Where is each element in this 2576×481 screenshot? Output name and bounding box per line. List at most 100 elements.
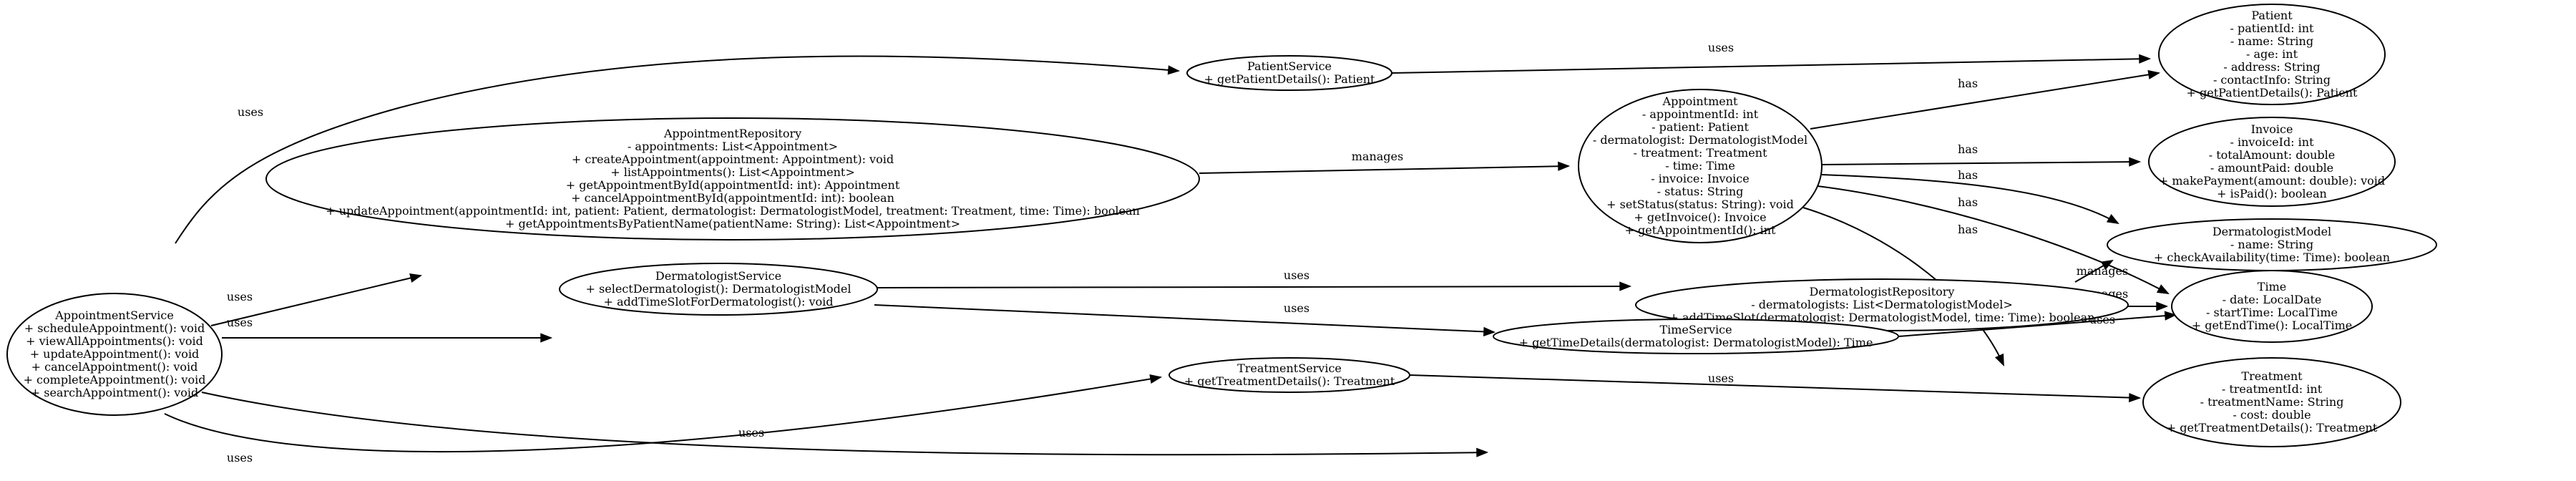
arrowhead: [1483, 326, 1496, 336]
class-node-outline: [1493, 319, 1899, 354]
edge-ds-to-time-service: [874, 304, 1496, 336]
edge-label-text: manages: [2077, 264, 2128, 278]
edge-line: [874, 304, 1495, 333]
class-member: + makePayment(amount: double): void: [2159, 174, 2385, 188]
class-node-dermatologist-model[interactable]: DermatologistModel- name: String+ checkA…: [2107, 218, 2437, 271]
edge-line: [1409, 374, 2140, 399]
arrowhead: [409, 273, 422, 283]
class-node-invoice[interactable]: Invoice- invoiceId: int- totalAmount: do…: [2148, 117, 2396, 207]
edge-appointment-to-patient: [1810, 69, 2161, 130]
class-member: + checkAvailability(time: Time): boolean: [2154, 251, 2390, 264]
class-member: - name: String: [2230, 34, 2313, 48]
edge-ar-to-appointment: [1199, 161, 1571, 174]
class-node-treatment-service[interactable]: TreatmentService+ getTreatmentDetails():…: [1169, 357, 1410, 393]
class-member: - address: String: [2223, 60, 2320, 74]
class-name: Time: [2258, 280, 2286, 293]
edge-label-as-to-appointment-repository: uses: [227, 290, 253, 303]
class-node-outline: [2148, 117, 2396, 207]
edge-line: [1802, 207, 2004, 366]
class-member: - patientId: int: [2230, 21, 2314, 35]
class-node-outline: [2171, 270, 2373, 343]
edge-line: [1821, 161, 2140, 165]
edge-line: [1810, 72, 2160, 130]
edge-line: [210, 275, 421, 326]
class-node-appointment-service[interactable]: AppointmentService+ scheduleAppointment(…: [6, 293, 223, 416]
class-member: - amountPaid: double: [2210, 161, 2333, 175]
edge-label-appointment-to-patient: has: [1958, 77, 1978, 90]
class-name: TimeService: [1659, 323, 1732, 336]
class-member: - startTime: LocalTime: [2206, 306, 2338, 319]
class-name: AppointmentService: [54, 308, 174, 322]
edge-line: [877, 286, 1631, 288]
edge-line: [1391, 58, 2150, 74]
edge-appointment-to-time: [1817, 185, 2170, 294]
class-member: + createAppointment(appointment: Appoint…: [572, 152, 894, 166]
arrowhead: [540, 333, 553, 343]
class-node-outline: [2142, 357, 2401, 447]
edge-label-appointment-to-dermatologist-model: has: [1958, 168, 1978, 182]
arrowhead: [2129, 392, 2142, 403]
edge-appointment-to-dermatologist-model: [1821, 174, 2119, 225]
edge-label-text: has: [1958, 142, 1978, 156]
class-node-dermatologist-service[interactable]: DermatologistService+ selectDermatologis…: [559, 263, 878, 316]
class-member: - status: String: [1657, 185, 1744, 198]
class-name: TreatmentService: [1237, 361, 1342, 375]
edge-as-to-patient-service: [175, 55, 1181, 244]
class-member: - dermatologists: List<DermatologistMode…: [1751, 298, 2013, 311]
edge-label-as-to-dermatologist-service: uses: [227, 316, 253, 329]
class-name: PatientService: [1247, 59, 1332, 73]
class-node-dermatologist-repository[interactable]: DermatologistRepository- dermatologists:…: [1635, 278, 2129, 331]
class-member: + getEndTime(): LocalTime: [2192, 319, 2353, 332]
arrowhead: [1167, 65, 1181, 75]
class-member: + scheduleAppointment(): void: [24, 321, 205, 335]
class-node-time[interactable]: Time- date: LocalDate- startTime: LocalT…: [2171, 270, 2373, 343]
class-member: - time: Time: [1665, 159, 1735, 173]
edge-label-text: uses: [1708, 371, 1734, 385]
class-member: + listAppointments(): List<Appointment>: [610, 165, 855, 179]
class-node-appointment-repository[interactable]: AppointmentRepository- appointments: Lis…: [265, 117, 1200, 240]
arrowhead: [1558, 161, 1571, 171]
edge-as-to-dermatologist-service: [222, 333, 553, 343]
class-node-time-service[interactable]: TimeService+ getTimeDetails(dermatologis…: [1493, 319, 1899, 354]
class-member: - treatment: Treatment: [1634, 146, 1768, 160]
arrowhead: [1994, 353, 2004, 366]
class-member: - name: String: [2230, 238, 2313, 251]
nodes-layer: AppointmentService+ scheduleAppointment(…: [6, 4, 2437, 447]
class-node-treatment[interactable]: Treatment- treatmentId: int- treatmentNa…: [2142, 357, 2401, 447]
edge-line: [175, 55, 1179, 244]
class-node-appointment[interactable]: Appointment- appointmentId: int- patient…: [1578, 89, 1823, 243]
edges-layer: [164, 54, 2177, 457]
class-node-outline: [265, 117, 1200, 240]
class-member: + getAppointmentById(appointmentId: int)…: [566, 178, 900, 192]
class-name: DermatologistModel: [2212, 225, 2331, 238]
edge-trs-to-treatment: [1409, 374, 2142, 403]
class-name: Treatment: [2241, 369, 2303, 383]
class-member: - cost: double: [2233, 408, 2311, 422]
class-node-outline: [1169, 357, 1410, 393]
edge-line: [1821, 174, 2119, 224]
edge-label-ds-to-time-service: uses: [1284, 301, 1309, 315]
edge-label-ds-to-dermatologist-repository: uses: [1284, 268, 1309, 282]
arrowhead: [2164, 311, 2177, 321]
edge-label-text: has: [1958, 77, 1978, 90]
edge-line: [1817, 185, 2169, 294]
arrowhead: [2129, 157, 2142, 167]
arrowhead: [2100, 259, 2114, 271]
edge-as-to-treatment-service: [164, 374, 1163, 453]
class-member: + getPatientDetails(): Patient: [2187, 86, 2358, 99]
class-member: - dermatologist: DermatologistModel: [1593, 133, 1807, 147]
edge-label-ps-to-patient: uses: [1708, 41, 1734, 54]
class-node-patient-service[interactable]: PatientService+ getPatientDetails(): Pat…: [1186, 55, 1392, 91]
edge-label-trs-to-treatment: uses: [1708, 371, 1734, 385]
edge-label-text: uses: [238, 105, 263, 119]
class-member: + completeAppointment(): void: [24, 373, 206, 387]
class-node-outline: [1186, 55, 1392, 91]
class-member: - appointmentId: int: [1642, 107, 1759, 121]
class-member: + cancelAppointmentById(appointmentId: i…: [571, 191, 894, 205]
arrowhead: [2156, 301, 2169, 311]
class-member: + getTreatmentDetails(): Treatment: [1184, 374, 1395, 388]
class-member: - age: int: [2246, 47, 2298, 61]
class-node-patient[interactable]: Patient- patientId: int- name: String- a…: [2158, 4, 2386, 105]
class-member: - totalAmount: double: [2209, 148, 2336, 162]
edge-labels-layer: uses uses uses uses uses uses manages has has has…: [227, 41, 2128, 465]
